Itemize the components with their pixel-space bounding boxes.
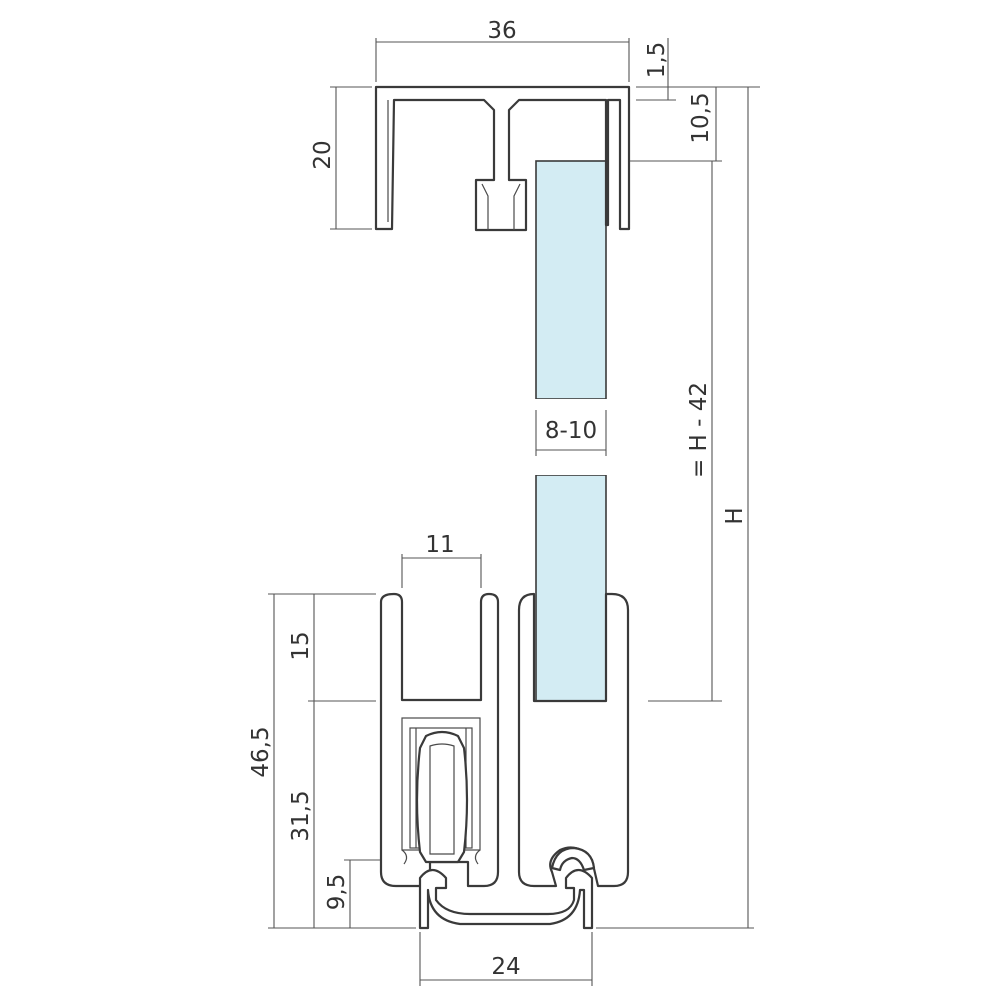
- label-bottom-total: 46,5: [248, 726, 274, 777]
- label-glass-height: = H - 42: [686, 382, 712, 478]
- label-bottom-upper: 15: [288, 631, 314, 660]
- dim-line-glass-thickness: [535, 410, 607, 456]
- glass-lower: [535, 474, 607, 702]
- dim-line-top-width: [375, 38, 630, 82]
- glass-holder-channel: [517, 592, 630, 888]
- dim-line-bottom-width: [419, 932, 593, 986]
- roller-wheel: [415, 730, 469, 864]
- label-top-wall: 1,5: [644, 42, 670, 79]
- dimension-lines: [268, 38, 760, 986]
- glass-panel: [528, 160, 614, 702]
- dim-line-bottom-inner-width: [401, 554, 482, 588]
- label-top-offset: 10,5: [688, 92, 714, 143]
- glass-break-gap: [528, 399, 614, 475]
- dim-line-bottom-heights: [268, 593, 416, 929]
- top-track-profile: [374, 85, 631, 232]
- glass-holder-hook: [550, 846, 596, 872]
- label-glass-thickness: 8-10: [545, 418, 597, 444]
- dim-line-top-offset: [630, 86, 760, 162]
- glass-upper: [535, 160, 607, 400]
- label-total-height: H: [722, 507, 748, 524]
- label-bottom-width: 24: [491, 954, 520, 980]
- roller-notch-right: [474, 849, 481, 865]
- floor-guide: [418, 868, 594, 930]
- top-hanger-detail: [387, 100, 521, 230]
- roller-wheel-groove: [429, 743, 455, 855]
- label-bottom-inner-width: 11: [425, 532, 454, 558]
- dim-line-total-height: [596, 87, 754, 929]
- dim-line-glass-height: [648, 161, 722, 702]
- roller-notch-left: [401, 849, 408, 865]
- dimension-labels: 36 1,5 10,5 20 8-10 = H - 42 H 11 15 46,…: [248, 18, 748, 980]
- bottom-track-profile: [379, 592, 630, 930]
- label-bottom-lower: 9,5: [324, 874, 350, 911]
- top-channel-outer: [374, 85, 631, 232]
- label-top-height: 20: [310, 140, 336, 169]
- dim-line-top-height: [330, 86, 372, 230]
- label-top-width: 36: [487, 18, 516, 44]
- label-bottom-middle: 31,5: [288, 790, 314, 841]
